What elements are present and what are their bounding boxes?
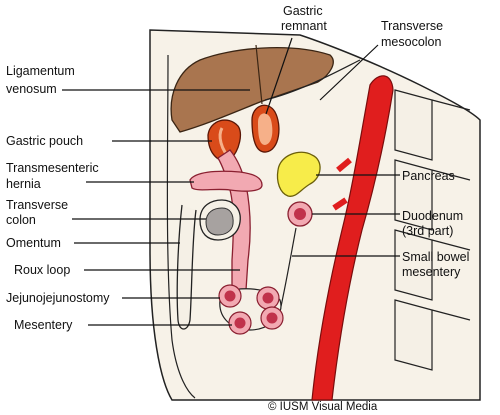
label-ligamentum-venosum-1: Ligamentum [6,64,75,78]
label-transverse-colon-2: colon [6,213,36,227]
label-omentum: Omentum [6,236,61,250]
gastric-remnant-lumen [258,113,273,145]
label-gastric-remnant-1: Gastric [283,4,323,18]
label-jejunojejunostomy: Jejunojejunostomy [6,291,110,305]
label-pancreas: Pancreas [402,169,455,183]
aorta-branches [332,157,352,211]
label-roux-loop: Roux loop [14,263,70,277]
transverse-colon [199,199,241,241]
label-duodenum-2: (3rd part) [402,224,453,238]
label-transverse-mesocolon-1: Transverse [381,19,443,33]
label-transverse-colon-1: Transverse [6,198,68,212]
label-small-bowel-mesentery-2: mesentery [402,265,461,279]
label-duodenum-1: Duodenum [402,209,463,223]
label-mesentery: Mesentery [14,318,73,332]
label-transmesenteric-hernia-1: Transmesenteric [6,161,99,175]
pancreas [276,151,321,197]
peritoneal-lining [166,54,196,399]
hernia-limb [189,170,263,192]
label-transmesenteric-hernia-2: hernia [6,177,41,191]
gastric-pouch [207,119,241,162]
label-gastric-remnant-2: remnant [281,19,327,33]
label-ligamentum-venosum-2: venosum [6,82,57,96]
label-transverse-mesocolon-2: mesocolon [381,35,441,49]
copyright-credit: © IUSM Visual Media [268,401,378,413]
duodenum [287,201,313,227]
lesser-sac-outline [264,59,361,101]
aorta [311,75,394,401]
label-gastric-pouch: Gastric pouch [6,134,83,148]
small-bowel-loops [218,284,284,335]
spine [394,89,471,371]
leader-lines [62,37,400,326]
liver [170,47,334,133]
ligamentum-venosum-fissure [255,44,263,105]
label-small-bowel-mesentery-1: Small bowel [402,250,469,264]
